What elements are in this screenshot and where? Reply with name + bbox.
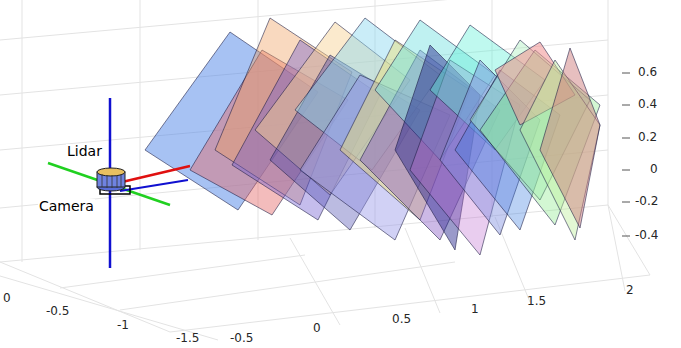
tick-label: 1.5 — [527, 295, 546, 308]
tick-label: 0 — [313, 322, 321, 335]
tick-label: 0.6 — [638, 66, 657, 79]
sensor-frames — [48, 98, 190, 268]
tick-label: 0.4 — [638, 98, 657, 111]
tick-label: 0 — [650, 163, 658, 176]
tick-label: 2 — [626, 284, 634, 297]
tick-label: -0.4 — [635, 229, 658, 242]
calibration-planes — [145, 18, 600, 255]
tick-label: 0.5 — [392, 313, 411, 326]
tick-label: -1.5 — [176, 332, 199, 345]
tick-label: 0 — [3, 292, 11, 305]
tick-label: -0.5 — [230, 332, 253, 345]
tick-label: -0.5 — [46, 305, 69, 318]
sensor-label: Camera — [38, 199, 95, 214]
tick-label: 0.2 — [638, 131, 657, 144]
tick-label: -1 — [117, 319, 129, 332]
tick-label: 1 — [471, 303, 479, 316]
tick-label: -0.2 — [635, 195, 658, 208]
grid — [0, 0, 650, 340]
sensor-label: Lidar — [66, 144, 103, 159]
axis-ticks — [622, 73, 630, 236]
